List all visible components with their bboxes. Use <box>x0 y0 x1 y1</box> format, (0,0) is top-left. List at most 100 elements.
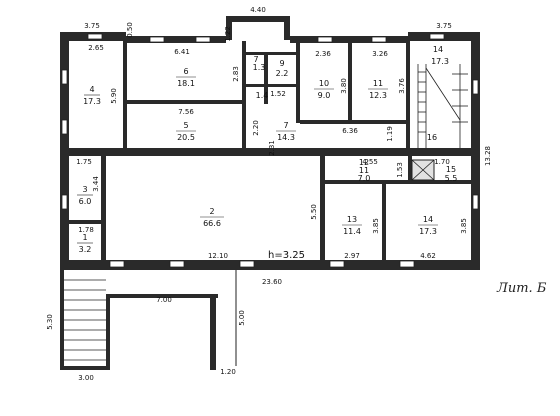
svg-text:6.36: 6.36 <box>342 127 358 135</box>
dimension-labels: 3.75 4.40 3.75 2.65 0.50 1.22 6.41 5.90 … <box>46 6 492 382</box>
svg-text:4.40: 4.40 <box>250 6 266 14</box>
svg-text:9: 9 <box>279 59 284 68</box>
room-10: 10 9.0 <box>314 79 334 100</box>
svg-text:6: 6 <box>183 67 188 76</box>
wall-int-v4 <box>296 41 300 123</box>
svg-text:6.41: 6.41 <box>174 48 190 56</box>
svg-text:11.4: 11.4 <box>343 227 361 236</box>
svg-text:5.5: 5.5 <box>445 174 458 183</box>
svg-text:2.20: 2.20 <box>252 120 260 136</box>
svg-text:3.00: 3.00 <box>78 374 94 382</box>
room-12: 11 7.0 <box>358 166 371 183</box>
wall-top-mid-left <box>126 36 226 43</box>
wall-bottom <box>60 260 480 270</box>
svg-text:15: 15 <box>446 165 456 174</box>
svg-text:3.26: 3.26 <box>372 50 388 58</box>
svg-text:17.3: 17.3 <box>431 57 449 66</box>
room-13: 13 11.4 <box>342 215 362 236</box>
svg-text:17.3: 17.3 <box>83 97 101 106</box>
wall-int-h4 <box>246 84 296 87</box>
svg-text:1.53: 1.53 <box>396 162 404 178</box>
room-17: 16 <box>427 133 437 142</box>
svg-text:5.00: 5.00 <box>238 310 246 326</box>
wall-right <box>471 32 480 270</box>
room-15: 14 17.3 <box>431 45 449 66</box>
svg-text:1.3: 1.3 <box>253 63 266 72</box>
litera-label: Лит. Б <box>497 281 547 296</box>
svg-text:1.75: 1.75 <box>76 158 92 166</box>
room-9: 9 2.2 <box>276 59 289 78</box>
svg-text:5: 5 <box>183 121 188 130</box>
wall-int-h5 <box>69 220 101 224</box>
wall-int-h1 <box>127 100 245 104</box>
svg-text:14: 14 <box>423 215 433 224</box>
svg-text:1.22: 1.22 <box>224 26 232 42</box>
porch-left-wall <box>60 270 64 370</box>
porch-inner-wall <box>106 294 110 370</box>
wall-int-h2 <box>300 120 406 124</box>
svg-text:1: 1 <box>82 233 87 242</box>
wall-bump-left <box>226 16 232 40</box>
svg-text:3.85: 3.85 <box>460 218 468 234</box>
svg-text:7.56: 7.56 <box>178 108 194 116</box>
wall-bump-right <box>284 16 290 40</box>
ceiling-height-note: h=3.25 <box>268 250 305 261</box>
svg-text:11: 11 <box>373 79 383 88</box>
svg-text:1.19: 1.19 <box>386 126 394 142</box>
svg-text:12.3: 12.3 <box>369 91 387 100</box>
wall-int-v8 <box>320 156 325 260</box>
wall-int-v3 <box>264 54 268 104</box>
room-4: 4 17.3 <box>83 85 101 106</box>
svg-text:9.0: 9.0 <box>318 91 331 100</box>
svg-text:2.36: 2.36 <box>315 50 331 58</box>
svg-text:5.30: 5.30 <box>46 314 54 330</box>
wall-int-v6 <box>406 41 410 154</box>
svg-text:7: 7 <box>283 121 288 130</box>
room-8: 7 1.3 <box>253 55 266 72</box>
wall-int-h-main <box>69 148 471 156</box>
svg-text:5.90: 5.90 <box>110 88 118 104</box>
svg-text:16: 16 <box>427 133 437 142</box>
svg-text:2.31: 2.31 <box>268 140 276 156</box>
wall-left <box>60 32 69 270</box>
svg-text:23.60: 23.60 <box>262 278 282 286</box>
svg-text:3.80: 3.80 <box>340 78 348 94</box>
wall-int-v10 <box>408 156 412 184</box>
shaft-box <box>411 159 435 181</box>
svg-text:3: 3 <box>82 185 87 194</box>
svg-text:10: 10 <box>319 79 329 88</box>
room-2: 2 66.6 <box>200 207 224 228</box>
porch-right-wall <box>210 294 216 370</box>
svg-text:3.2: 3.2 <box>79 245 92 254</box>
svg-text:20.5: 20.5 <box>177 133 195 142</box>
windows <box>61 33 479 268</box>
svg-text:4.62: 4.62 <box>420 252 436 260</box>
room-1: 1 3.2 <box>77 233 93 254</box>
svg-text:6.0: 6.0 <box>79 197 92 206</box>
porch-top-wall <box>106 294 218 298</box>
room-16: 15 5.5 <box>445 165 458 183</box>
svg-text:3.76: 3.76 <box>398 78 406 94</box>
svg-text:0.50: 0.50 <box>126 22 134 38</box>
room-6: 6 18.1 <box>176 67 196 88</box>
porch-bottom-wall <box>60 366 110 370</box>
svg-text:4: 4 <box>89 85 94 94</box>
room-labels: 4 17.3 6 18.1 5 20.5 7 1.3 1.4 9 2.2 7 1 <box>77 45 457 261</box>
svg-text:66.6: 66.6 <box>203 219 221 228</box>
wall-top-mid-right <box>290 36 408 43</box>
wall-int-h3 <box>246 52 296 55</box>
svg-text:11: 11 <box>359 166 369 175</box>
room-14: 14 17.3 <box>418 215 438 236</box>
svg-text:7.00: 7.00 <box>156 296 172 304</box>
wall-int-v7 <box>101 156 106 260</box>
svg-text:13: 13 <box>347 215 357 224</box>
room-5: 5 20.5 <box>176 121 196 142</box>
svg-text:1.20: 1.20 <box>220 368 236 376</box>
svg-text:2.2: 2.2 <box>276 69 289 78</box>
svg-text:2.65: 2.65 <box>88 44 104 52</box>
wall-top-bump <box>226 16 290 22</box>
room-8a: 1.4 <box>256 91 269 100</box>
svg-text:1.70: 1.70 <box>434 158 450 166</box>
svg-text:3.85: 3.85 <box>372 218 380 234</box>
svg-text:17.3: 17.3 <box>419 227 437 236</box>
